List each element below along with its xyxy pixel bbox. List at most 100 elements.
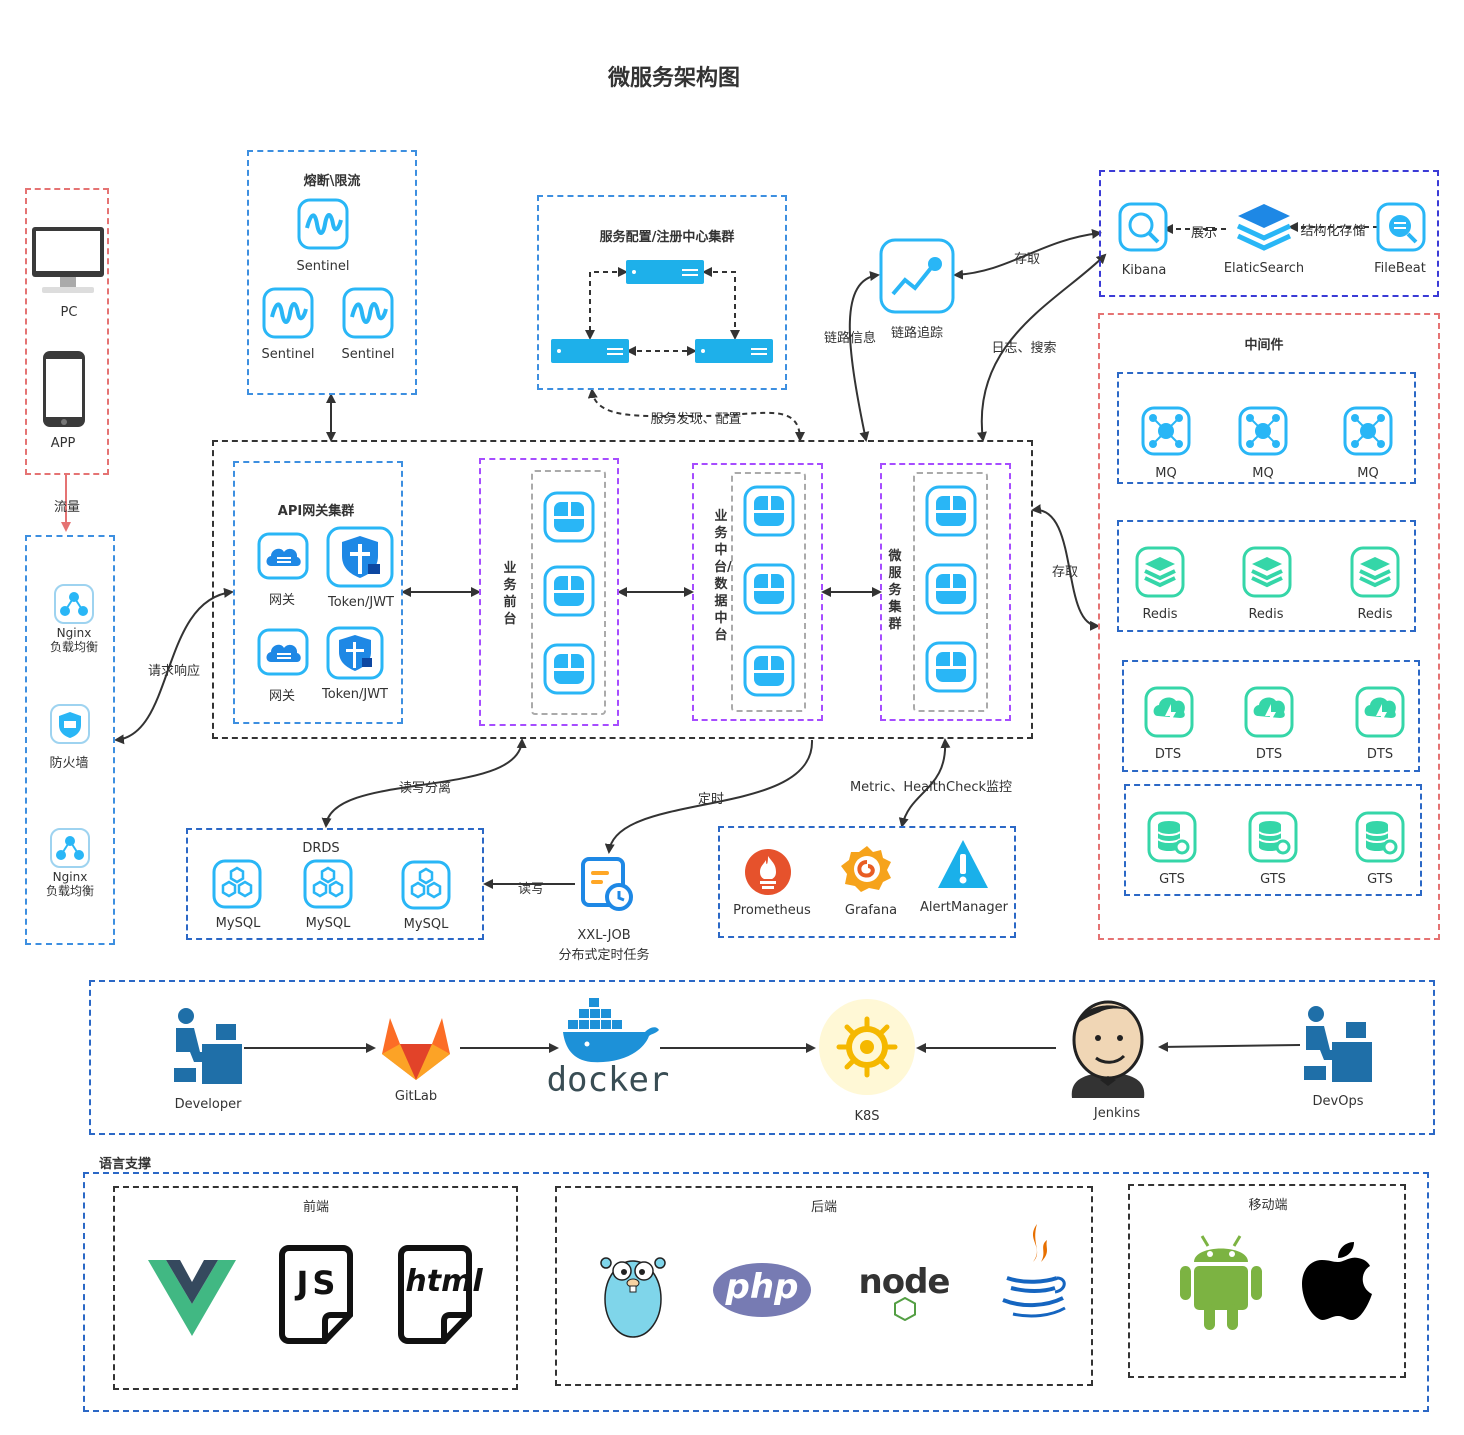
filebeat-icon (1376, 202, 1426, 252)
elasticsearch-icon (1236, 204, 1292, 251)
filebeat-label: FileBeat (1374, 261, 1426, 276)
backend-group (555, 1186, 1093, 1386)
pc-label: PC (60, 305, 78, 320)
docker-wordmark: docker (546, 1060, 670, 1100)
mq-label: MQ (1252, 466, 1274, 481)
redis-icon (1350, 546, 1400, 598)
firewall-icon (50, 704, 90, 744)
mobile-group (1128, 1184, 1406, 1378)
kibana-label: Kibana (1121, 263, 1167, 278)
gateway-title: API网关集群 (277, 504, 355, 519)
mysql-label: MySQL (215, 916, 261, 931)
gts-icon (1147, 811, 1197, 863)
go-gopher-icon (600, 1257, 666, 1338)
xxl-job-desc: 分布式定时任务 (558, 948, 650, 963)
sentinel-label: Sentinel (261, 347, 315, 362)
gateway-group (233, 461, 403, 724)
dts-label: DTS (1255, 747, 1283, 762)
service-app-icon (743, 485, 795, 537)
html-label: html (405, 1264, 483, 1299)
html-file-icon (398, 1245, 472, 1344)
redis-icon (1135, 546, 1185, 598)
gateway-cloud-icon (257, 628, 309, 676)
mysql-label: MySQL (403, 917, 449, 932)
nodejs-hex-icon (894, 1297, 916, 1321)
mq-label: MQ (1155, 466, 1177, 481)
gts-label: GTS (1159, 872, 1185, 887)
elk-group (1099, 170, 1439, 297)
frontend-group (113, 1186, 518, 1390)
mq-group (1117, 372, 1416, 484)
nginx-lb-icon (50, 828, 90, 868)
gts-label: GTS (1367, 872, 1393, 887)
breaker-title: 熔断\限流 (303, 174, 361, 189)
service-app-icon (543, 491, 595, 543)
config-group (537, 195, 787, 390)
languages-title: 语言支撑 (99, 1157, 152, 1172)
android-icon (1180, 1235, 1262, 1330)
mq-icon (1343, 406, 1393, 456)
micro-services (913, 472, 988, 712)
javascript-file-icon (279, 1245, 353, 1344)
gateway-cloud-icon (257, 532, 309, 580)
service-app-icon (925, 563, 977, 615)
middle-services (731, 472, 806, 712)
redis-group (1117, 520, 1416, 632)
rw-label: 读写 (517, 882, 545, 897)
prometheus-label: Prometheus (733, 903, 811, 918)
edge-group (25, 535, 115, 945)
mysql-label: MySQL (305, 916, 351, 931)
dts-group (1122, 660, 1420, 772)
grafana-label: Grafana (844, 903, 898, 918)
devops-label: DevOps (1312, 1094, 1364, 1109)
front-group (479, 458, 619, 726)
token-shield-icon (326, 526, 394, 588)
struct-store-label: 结构化存储 (1300, 224, 1366, 239)
node-label: node (858, 1262, 951, 1302)
mysql-icon (212, 859, 262, 909)
drds-label: DRDS (302, 841, 340, 856)
mysql-icon (303, 859, 353, 909)
token-label: Token/JWT (328, 595, 394, 610)
trace-info-label: 链路信息 (823, 331, 877, 346)
php-label: php (725, 1267, 799, 1307)
service-app-icon (925, 641, 977, 693)
dts-icon (1355, 686, 1405, 738)
front-services (531, 470, 606, 715)
breaker-group (247, 150, 417, 395)
mysql-icon (401, 860, 451, 910)
developer-label: Developer (174, 1097, 242, 1112)
gateway-label: 网关 (268, 593, 296, 608)
mq-icon (1238, 406, 1288, 456)
service-app-icon (543, 565, 595, 617)
clients-group (25, 188, 109, 475)
tracing-icon (879, 238, 955, 314)
middleware-access-label: 存取 (1051, 565, 1079, 580)
xxl-job-name: XXL-JOB (577, 928, 631, 943)
dts-icon (1244, 686, 1294, 738)
gts-group (1124, 784, 1422, 896)
service-app-icon (543, 643, 595, 695)
request-response-label: 请求响应 (147, 664, 201, 679)
elasticsearch-label: ElaticSearch (1223, 261, 1305, 276)
sentinel-icon (342, 287, 394, 339)
server-icon (695, 339, 773, 363)
micro-title: 微服务集群 (888, 549, 902, 632)
config-title: 服务配置/注册中心集群 (599, 230, 735, 245)
php-icon (713, 1263, 811, 1317)
k8s-helm-icon (819, 999, 915, 1095)
nginx-lb-label: Nginx 负载均衡 (49, 626, 99, 654)
redis-label: Redis (1142, 607, 1178, 622)
alert-icon (938, 840, 988, 888)
gts-label: GTS (1260, 872, 1286, 887)
alertmanager-label: AlertManager (920, 900, 1008, 915)
nginx-lb-icon (54, 584, 94, 624)
discovery-label: 服务发现、配置 (650, 412, 742, 427)
dts-label: DTS (1154, 747, 1182, 762)
gateway-label: 网关 (268, 689, 296, 704)
mq-icon (1141, 406, 1191, 456)
service-app-icon (743, 645, 795, 697)
tracing-label: 链路追踪 (890, 326, 944, 341)
dts-label: DTS (1366, 747, 1394, 762)
